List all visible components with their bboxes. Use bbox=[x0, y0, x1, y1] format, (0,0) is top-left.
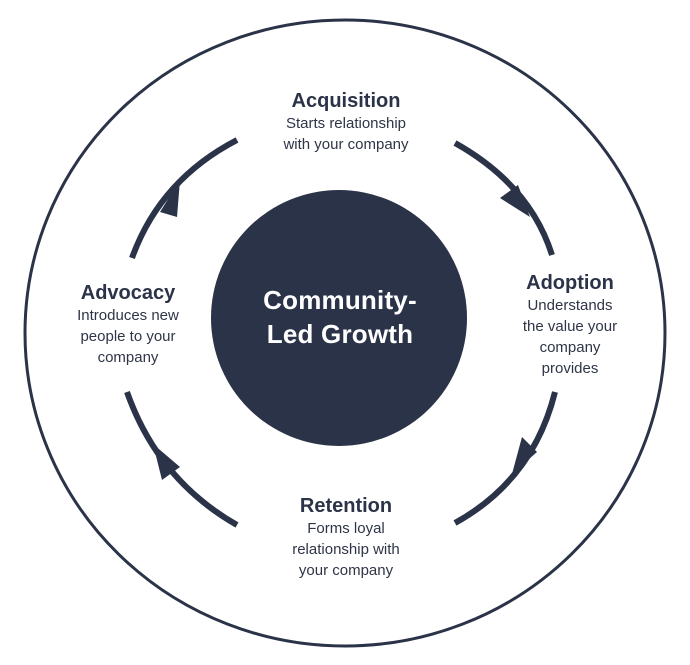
stage-retention-title: Retention bbox=[299, 495, 393, 517]
stage-advocacy-title: Advocacy bbox=[80, 282, 176, 304]
center-title-line2: Led Growth bbox=[266, 319, 414, 349]
stage-adoption-desc-line: company bbox=[539, 339, 601, 356]
stage-retention-desc-line: relationship with bbox=[292, 541, 400, 558]
center-circle bbox=[211, 190, 467, 446]
stage-advocacy-desc-line: Introduces new bbox=[77, 307, 179, 324]
stage-retention-desc-line: your company bbox=[298, 562, 394, 579]
stage-adoption-desc-line: Understands bbox=[527, 297, 613, 314]
stage-acquisition-desc-line: Starts relationship bbox=[285, 115, 407, 132]
stage-adoption-desc-line: the value your bbox=[522, 318, 618, 335]
stage-retention: Retention Forms loyal relationship with … bbox=[236, 494, 456, 581]
stage-acquisition: Acquisition Starts relationship with you… bbox=[236, 89, 456, 155]
cycle-arc-advocacy-to-acquisition bbox=[129, 137, 239, 260]
stage-advocacy: Advocacy Introduces new people to your c… bbox=[48, 281, 208, 368]
stage-adoption: Adoption Understands the value your comp… bbox=[495, 271, 645, 379]
arrow-head-icon bbox=[160, 180, 180, 217]
arrow-head-icon bbox=[500, 185, 530, 217]
stage-acquisition-desc-line: with your company bbox=[283, 136, 409, 153]
stage-retention-desc-line: Forms loyal bbox=[307, 520, 385, 537]
center-title: Community- Led Growth bbox=[215, 283, 465, 351]
stage-acquisition-title: Acquisition bbox=[291, 90, 401, 112]
stage-adoption-title: Adoption bbox=[526, 272, 614, 294]
stage-advocacy-desc-line: people to your bbox=[80, 328, 176, 345]
arrow-head-icon bbox=[153, 444, 180, 480]
center-title-line1: Community- bbox=[263, 285, 417, 315]
stage-advocacy-description: Introduces new people to your company bbox=[48, 305, 208, 368]
stage-retention-description: Forms loyal relationship with your compa… bbox=[236, 518, 456, 581]
stage-advocacy-desc-line: company bbox=[97, 349, 159, 366]
arrow-head-icon bbox=[512, 437, 537, 474]
outer-ring bbox=[23, 18, 667, 648]
cycle-arc-retention-to-advocacy bbox=[124, 391, 239, 528]
stage-adoption-description: Understands the value your company provi… bbox=[495, 295, 645, 379]
stage-acquisition-description: Starts relationship with your company bbox=[236, 113, 456, 155]
cycle-arc-adoption-to-retention bbox=[453, 391, 558, 526]
stage-adoption-desc-line: provides bbox=[541, 360, 599, 377]
